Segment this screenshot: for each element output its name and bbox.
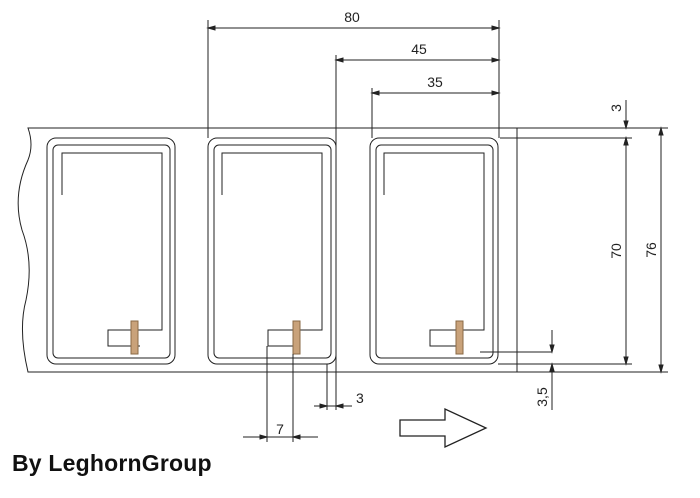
dimension-3-gap	[314, 364, 352, 410]
dimension-80	[206, 20, 501, 138]
dimension-35	[370, 88, 501, 138]
credit-text: By LeghornGroup	[12, 450, 212, 476]
arrow-right-icon	[399, 407, 488, 449]
label-1	[46, 137, 176, 365]
dim-label-7: 7	[276, 421, 284, 437]
dim-label-3-gap: 3	[356, 390, 364, 406]
label-web	[17, 127, 518, 373]
dimension-70	[623, 136, 629, 366]
dim-label-80: 80	[344, 9, 360, 25]
dim-label-35: 35	[427, 74, 443, 90]
chip-icon	[292, 320, 301, 355]
dim-label-3-5: 3,5	[534, 387, 550, 407]
dimension-3-5	[549, 330, 555, 410]
chip-icon	[130, 320, 139, 355]
dim-label-76: 76	[643, 242, 659, 258]
dim-label-3-top: 3	[608, 104, 624, 112]
dimension-45	[334, 55, 501, 410]
dimension-76	[658, 126, 664, 374]
label-2	[207, 137, 337, 365]
chip-icon	[455, 320, 464, 355]
dimension-7	[243, 346, 318, 442]
label-3	[369, 137, 552, 365]
dim-label-45: 45	[411, 41, 427, 57]
dim-label-70: 70	[608, 243, 624, 259]
